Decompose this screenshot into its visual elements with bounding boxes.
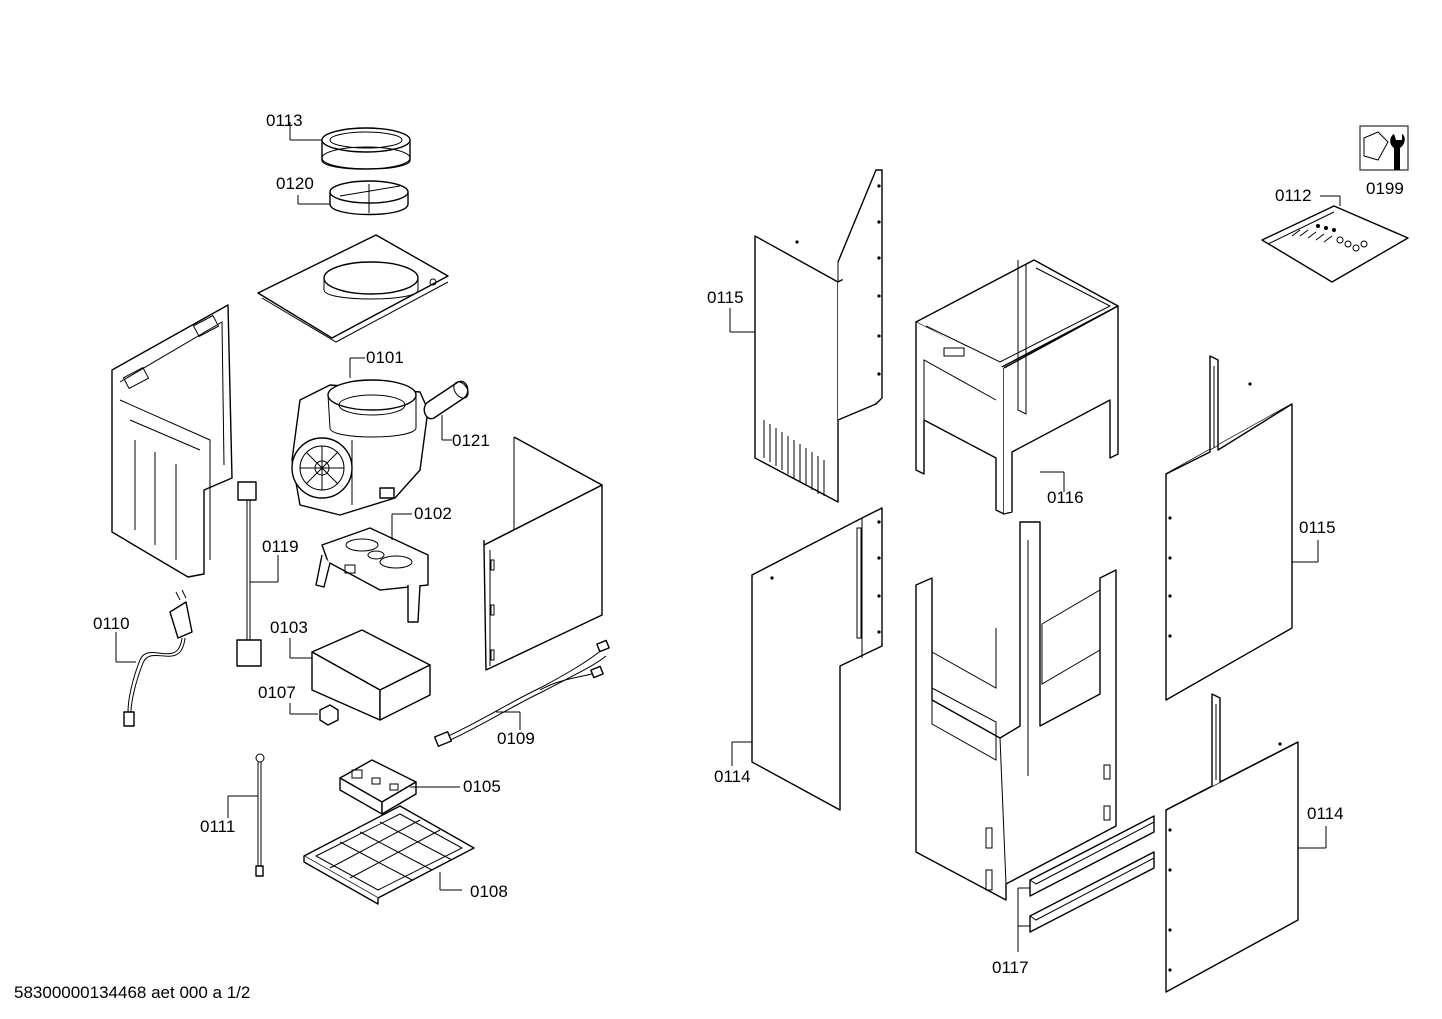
- label-0108: 0108: [470, 882, 508, 901]
- label-0107: 0107: [258, 683, 296, 702]
- label-0111: 0111: [200, 817, 235, 836]
- screw-icons: [1291, 224, 1368, 252]
- label-0109: 0109: [497, 729, 535, 748]
- small-switch-drawing[interactable]: [289, 703, 339, 726]
- backflow-flap-ring-drawing[interactable]: [297, 180, 409, 216]
- fan-motor-unit-drawing[interactable]: [291, 357, 429, 516]
- drawing-number: 58300000134468 aet 000 a 1/2: [14, 983, 250, 1002]
- trim-strips-drawing[interactable]: [1017, 815, 1155, 952]
- label-0120: 0120: [276, 174, 314, 193]
- label-0112: 0112: [1275, 186, 1312, 205]
- label-0119: 0119: [262, 537, 299, 556]
- label-0117: 0117: [992, 958, 1029, 977]
- mains-power-cord-drawing[interactable]: [115, 589, 193, 727]
- label-0113: 0113: [266, 111, 303, 130]
- side-panel: [483, 436, 603, 671]
- label-0115-left: 0115: [707, 288, 744, 307]
- lower-chimney-panel-left-drawing[interactable]: [731, 507, 883, 811]
- label-0116: 0116: [1047, 488, 1084, 507]
- motor-mounting-bracket-drawing[interactable]: [315, 513, 429, 623]
- capacitor-drawing[interactable]: [423, 379, 471, 441]
- upper-chimney-panel-left-drawing[interactable]: [729, 169, 883, 503]
- grease-filter-drawing[interactable]: [303, 805, 475, 905]
- lower-chimney-panel-right-drawing[interactable]: [1165, 693, 1327, 993]
- label-0199: 0199: [1366, 179, 1404, 198]
- label-0110: 0110: [93, 614, 130, 633]
- label-0103: 0103: [270, 618, 308, 637]
- top-cover-plate: [257, 234, 449, 343]
- label-0101: 0101: [366, 348, 404, 367]
- support-frame-drawing[interactable]: [915, 259, 1119, 515]
- label-0102: 0102: [414, 504, 452, 523]
- duct-adapter-ring-drawing[interactable]: [289, 122, 411, 170]
- support-frame-lower-drawing[interactable]: [915, 521, 1117, 901]
- screw-kit-bag-drawing[interactable]: [1261, 195, 1409, 283]
- upper-chimney-panel-right-drawing[interactable]: [1165, 355, 1319, 701]
- label-0114-right: 0114: [1307, 804, 1344, 823]
- ground-wire-drawing[interactable]: [227, 753, 265, 877]
- left-housing-panel: [111, 304, 233, 578]
- part-labels: 0113 0120 0101 0121 0102 0119 0110 0103 …: [93, 111, 1404, 977]
- wrench-icon[interactable]: [1359, 125, 1409, 171]
- wiring-harness-drawing[interactable]: [433, 639, 610, 747]
- label-0105: 0105: [463, 777, 501, 796]
- connection-cable-drawing[interactable]: [236, 481, 279, 667]
- control-board-drawing[interactable]: [339, 759, 460, 815]
- label-0121: 0121: [452, 431, 490, 450]
- electronic-module-box-drawing[interactable]: [289, 629, 431, 721]
- label-0115-right: 0115: [1299, 518, 1336, 537]
- label-0114-left: 0114: [714, 767, 751, 786]
